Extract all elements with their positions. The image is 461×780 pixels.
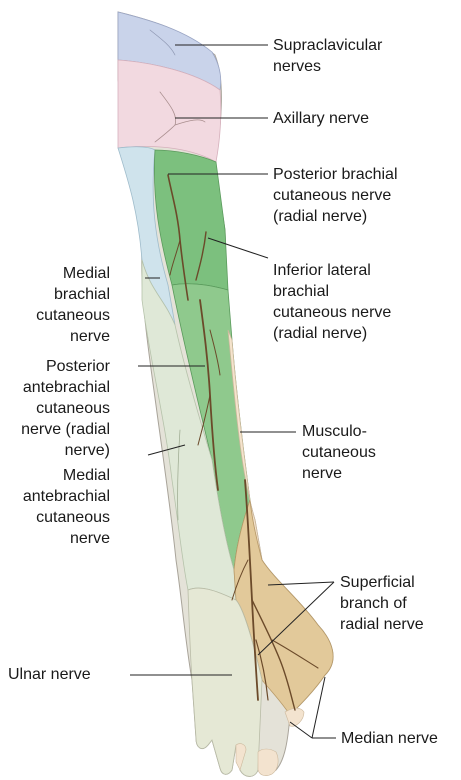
label-axillary-nerve: Axillary nerve [273,108,369,129]
label-median-nerve: Median nerve [341,728,438,749]
label-posterior-brachial-cutaneous-nerve: Posterior brachial cutaneous nerve (radi… [273,164,398,227]
label-medial-brachial-cutaneous-nerve: Medial brachial cutaneous nerve [36,263,110,347]
label-inferior-lateral-brachial-cutaneous-nerve: Inferior lateral brachial cutaneous nerv… [273,260,391,344]
label-musculocutaneous-nerve: Musculo- cutaneous nerve [302,421,376,484]
label-supraclavicular-nerves: Supraclavicular nerves [273,35,382,77]
label-medial-antebrachial-cutaneous-nerve: Medial antebrachial cutaneous nerve [23,465,110,549]
label-superficial-branch-radial-nerve: Superficial branch of radial nerve [340,572,424,635]
label-ulnar-nerve: Ulnar nerve [8,664,91,685]
label-posterior-antebrachial-cutaneous-nerve: Posterior antebrachial cutaneous nerve (… [21,356,110,461]
